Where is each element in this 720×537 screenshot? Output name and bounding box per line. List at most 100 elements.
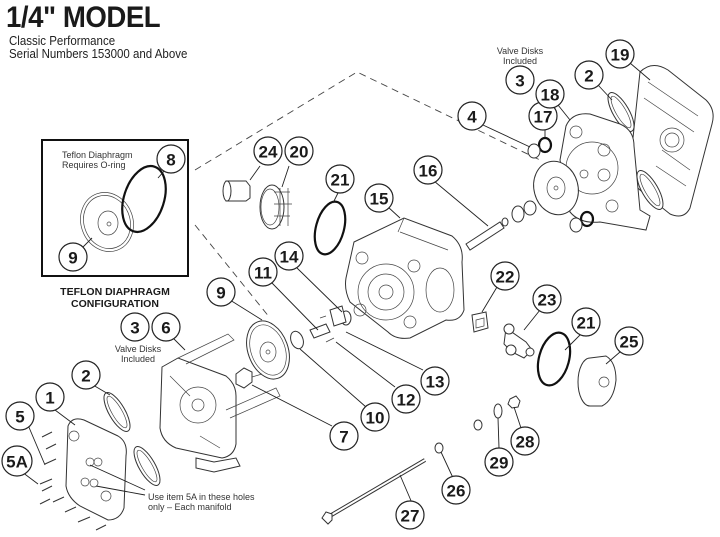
callout-19: 19: [605, 39, 635, 69]
svg-text:14: 14: [280, 248, 299, 267]
callout-17: 17: [528, 101, 558, 131]
part-13-plate: [329, 305, 347, 327]
callout-25: 25: [614, 326, 644, 356]
item-5a-note-line1: Use item 5A in these holes: [148, 492, 255, 502]
svg-text:20: 20: [290, 143, 309, 162]
part-5-screws: [39, 431, 107, 531]
inset-o-ring: [121, 164, 167, 234]
part-7-bolt: [235, 367, 263, 389]
callout-15: 15: [364, 183, 394, 213]
callout-5: 5: [5, 401, 35, 431]
valve-disks-note-lower-line2: Included: [121, 354, 155, 364]
part-10-washer: [290, 330, 304, 350]
svg-text:17: 17: [534, 108, 553, 127]
callout-5a: 5A: [1, 445, 33, 477]
callout-3-upper: 3: [505, 65, 535, 95]
part-4-washer-lower: [569, 217, 583, 233]
part-15-center-housing: [345, 217, 465, 339]
callout-29: 29: [484, 447, 514, 477]
teflon-diaphragm-inset: Teflon Diaphragm Requires O-ring TEFLON …: [41, 139, 189, 310]
part-29-washer: [493, 403, 503, 419]
svg-text:29: 29: [490, 454, 509, 473]
inset-caption-line2: CONFIGURATION: [71, 298, 159, 310]
part-2-gasket-upper-a: [607, 92, 635, 132]
part-21-o-ring-upper: [313, 200, 347, 256]
svg-text:26: 26: [447, 482, 466, 501]
callout-22: 22: [490, 261, 520, 291]
svg-text:2: 2: [584, 67, 593, 86]
svg-text:4: 4: [467, 108, 477, 127]
callout-3-lower: 3: [120, 312, 150, 342]
part-2-gasket-lower-a: [103, 392, 131, 432]
assembly-dashed-lines: [194, 71, 541, 319]
part-9-diaphragm: [246, 320, 290, 380]
callout-9-inset: 9: [58, 242, 88, 272]
dashed-line-inset-to-9: [194, 224, 271, 319]
svg-text:3: 3: [515, 72, 524, 91]
part-2-gasket-lower-b: [133, 446, 161, 486]
svg-text:21: 21: [331, 171, 350, 190]
callout-26: 26: [441, 475, 471, 505]
callout-1: 1: [35, 382, 65, 412]
inset-note-line1: Teflon Diaphragm: [62, 150, 133, 160]
callout-11: 11: [248, 257, 278, 287]
svg-text:19: 19: [611, 46, 630, 65]
svg-text:13: 13: [426, 373, 445, 392]
callout-24: 24: [253, 136, 283, 166]
svg-text:8: 8: [166, 151, 175, 170]
svg-text:18: 18: [541, 86, 560, 105]
part-22-retainer: [471, 311, 489, 333]
dashed-line-top: [194, 71, 541, 171]
callout-12: 12: [391, 384, 421, 414]
callout-16: 16: [413, 155, 443, 185]
part-27-through-bolt: [321, 458, 427, 525]
callout-14: 14: [274, 241, 304, 271]
svg-text:7: 7: [339, 428, 348, 447]
part-1-end-cover: [65, 418, 127, 521]
part-17-o-ring-lower: [579, 210, 595, 228]
callout-4: 4: [457, 101, 487, 131]
callout-28: 28: [510, 426, 540, 456]
part-24-plug: [222, 180, 251, 202]
callout-leader-lines: [21, 62, 651, 504]
svg-text:5A: 5A: [6, 453, 28, 472]
callout-13: 13: [420, 366, 450, 396]
svg-text:5: 5: [15, 408, 24, 427]
part-12-screws: [319, 315, 335, 343]
callout-27: 27: [395, 500, 425, 530]
subtitle-performance: Classic Performance: [9, 34, 116, 48]
svg-text:16: 16: [419, 162, 438, 181]
subtitle-serial-numbers: Serial Numbers 153000 and Above: [9, 47, 188, 61]
callout-20: 20: [284, 136, 314, 166]
item-5a-note-line2: only – Each manifold: [148, 502, 232, 512]
callout-23: 23: [532, 284, 562, 314]
part-6-manifold-left: [159, 333, 281, 473]
svg-text:15: 15: [370, 190, 389, 209]
part-4-washer: [527, 143, 541, 159]
svg-text:21: 21: [577, 314, 596, 333]
svg-text:24: 24: [259, 143, 278, 162]
part-26-washer-b: [473, 419, 483, 431]
svg-text:1: 1: [45, 389, 54, 408]
svg-text:12: 12: [397, 391, 416, 410]
callout-21-lower: 21: [571, 307, 601, 337]
svg-text:2: 2: [81, 367, 90, 386]
valve-disks-note-upper-line1: Valve Disks: [497, 46, 544, 56]
svg-text:9: 9: [216, 284, 225, 303]
svg-text:28: 28: [516, 433, 535, 452]
valve-disks-note-lower-line1: Valve Disks: [115, 344, 162, 354]
callout-10: 10: [360, 402, 390, 432]
part-26-washer: [434, 442, 444, 454]
part-28-nut: [507, 395, 521, 409]
part-17-o-ring: [537, 136, 553, 154]
part-diaphragm-right: [533, 160, 579, 216]
part-16-shaft-assembly: [465, 200, 537, 251]
inset-teflon-diaphragm: [80, 192, 134, 252]
part-11-bushing: [309, 323, 331, 339]
inset-caption-line1: TEFLON DIAPHRAGM: [60, 286, 170, 298]
callout-21-upper: 21: [325, 164, 355, 194]
model-title: 1/4" MODEL: [6, 1, 161, 34]
valve-disks-note-upper-line2: Included: [503, 56, 537, 66]
part-2-gasket-upper-b: [636, 170, 664, 210]
callout-8: 8: [156, 144, 186, 174]
